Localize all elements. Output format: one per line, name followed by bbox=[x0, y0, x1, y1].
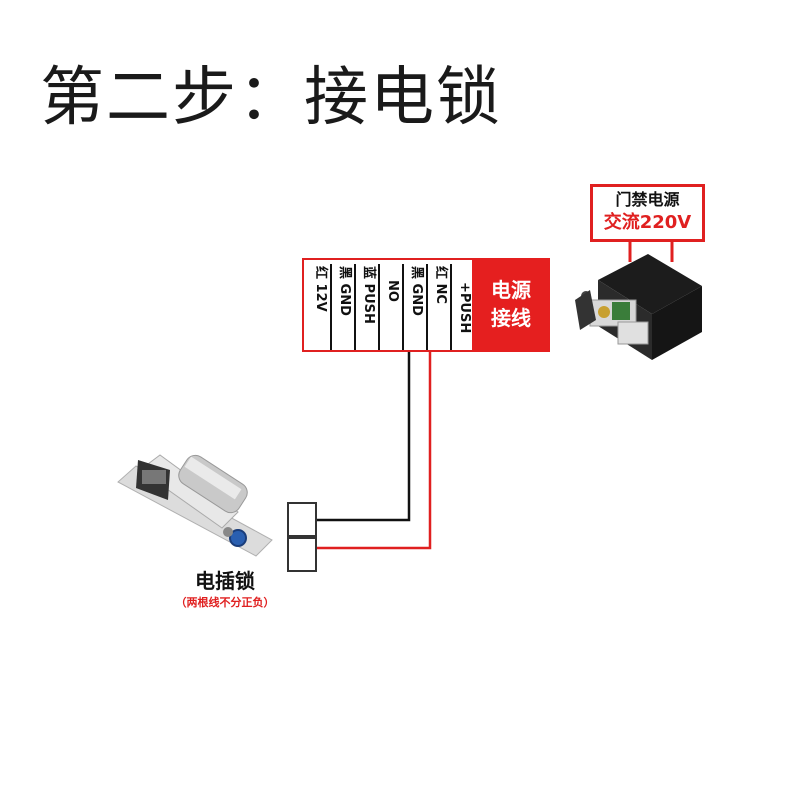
terminal-color: 黑 bbox=[409, 266, 424, 280]
terminal-gnd-2: 黑 GND bbox=[404, 266, 426, 350]
terminal-label: +PUSH bbox=[457, 282, 472, 334]
power-wiring-label-line2: 接线 bbox=[491, 306, 531, 330]
power-wiring-label-line1: 电源 bbox=[491, 278, 531, 302]
electric-bolt-lock-image bbox=[117, 454, 273, 557]
red-wire bbox=[317, 352, 432, 550]
terminal-12v: 红 12V bbox=[308, 266, 330, 350]
lock-connector-bottom bbox=[287, 537, 317, 572]
access-control-power-supply-image bbox=[575, 242, 702, 360]
terminal-divider bbox=[402, 264, 404, 350]
terminal-divider bbox=[378, 264, 380, 350]
terminal-label: GND bbox=[337, 283, 352, 316]
power-supply-voltage: 交流220V bbox=[603, 212, 692, 233]
terminal-divider bbox=[450, 264, 452, 350]
lock-name: 电插锁 bbox=[195, 569, 255, 593]
lock-polarity-note: （两根线不分正负） bbox=[175, 596, 275, 609]
terminal-color: 蓝 bbox=[361, 266, 376, 280]
terminal-nc: 红 NC bbox=[428, 266, 450, 350]
terminal-no: NO bbox=[380, 266, 402, 350]
power-supply-name: 门禁电源 bbox=[615, 190, 680, 209]
page-title: 第二步：接电锁 bbox=[40, 61, 502, 135]
lock-connector-top bbox=[287, 502, 317, 537]
terminal-divider bbox=[354, 264, 356, 350]
terminal-label: PUSH bbox=[361, 283, 376, 324]
terminal-push: 蓝 PUSH bbox=[356, 266, 378, 350]
terminal-gnd-1: 黑 GND bbox=[332, 266, 354, 350]
terminal-label: GND bbox=[409, 283, 424, 316]
terminal-plus-push: +PUSH bbox=[452, 266, 474, 350]
terminal-label: NO bbox=[385, 280, 400, 302]
power-wiring-label: 电源 接线 bbox=[472, 258, 550, 352]
terminal-label: NC bbox=[433, 283, 448, 304]
terminal-color: 红 bbox=[313, 266, 328, 280]
terminal-color: 红 bbox=[433, 266, 448, 280]
power-supply-label: 门禁电源 交流220V bbox=[590, 184, 705, 242]
terminal-divider bbox=[330, 264, 332, 350]
black-wire bbox=[317, 352, 411, 522]
terminal-divider bbox=[426, 264, 428, 350]
terminal-label: 12V bbox=[313, 283, 328, 312]
terminal-color: 黑 bbox=[337, 266, 352, 280]
